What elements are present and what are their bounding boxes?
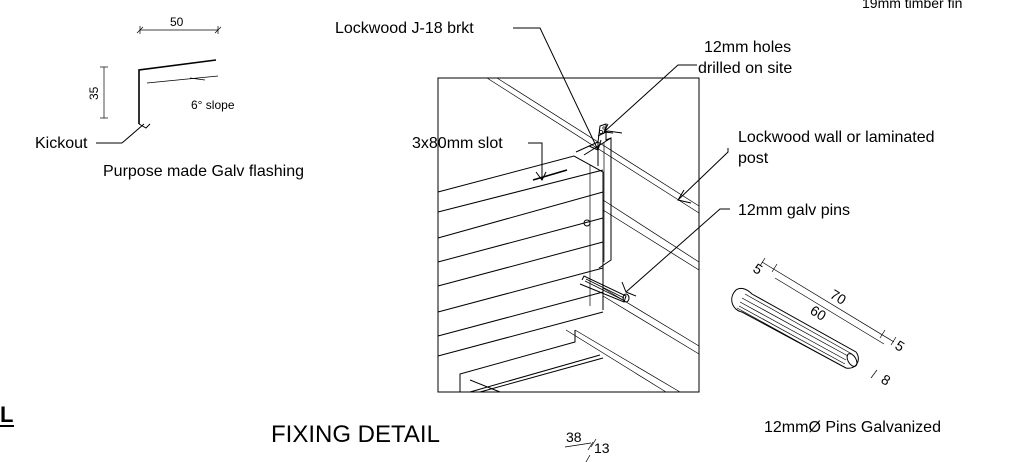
wall-label-line1: Lockwood wall or laminated [738,129,935,146]
pin-caption: 12mmØ Pins Galvanized [764,419,941,436]
flashing-caption: Purpose made Galv flashing [103,163,304,180]
isometric-view [437,77,700,393]
page-title: FIXING DETAIL [271,421,440,448]
kickout-label: Kickout [35,135,88,152]
holes-label-line1: 12mm holes [704,39,791,56]
pin-dim-60: 60 [807,302,829,324]
installed-pin [579,275,630,303]
flashing-width-dim: 50 [170,15,184,29]
flashing-detail: 50 35 6° slope Kickout Purpose made Galv… [35,15,304,180]
holes-label-line2: drilled on site [698,60,792,77]
bracket-label: Lockwood J-18 brkt [335,20,474,37]
pin-dim-8: 8 [878,371,893,389]
dim-38: 38 [566,429,582,445]
pin-dim-70: 70 [827,286,849,308]
callouts: Lockwood J-18 brkt 12mm holes drilled on… [335,20,935,297]
left-clipped-label: L [0,402,13,427]
slot-label: 3x80mm slot [412,135,503,152]
timber-fin-label: 19mm timber fin [862,0,962,11]
slope-label: 6° slope [191,98,235,112]
wall-label-line2: post [738,150,769,167]
pins-label: 12mm galv pins [738,202,850,219]
bottom-dimension: 38 13 [564,429,610,462]
view-frame [437,77,700,393]
dim-13: 13 [594,440,610,456]
pin-detail: 5 70 60 5 8 12mmØ Pins Galvanized [731,257,941,436]
pin-dim-5a: 5 [750,260,765,278]
flashing-height-dim: 35 [87,86,101,100]
